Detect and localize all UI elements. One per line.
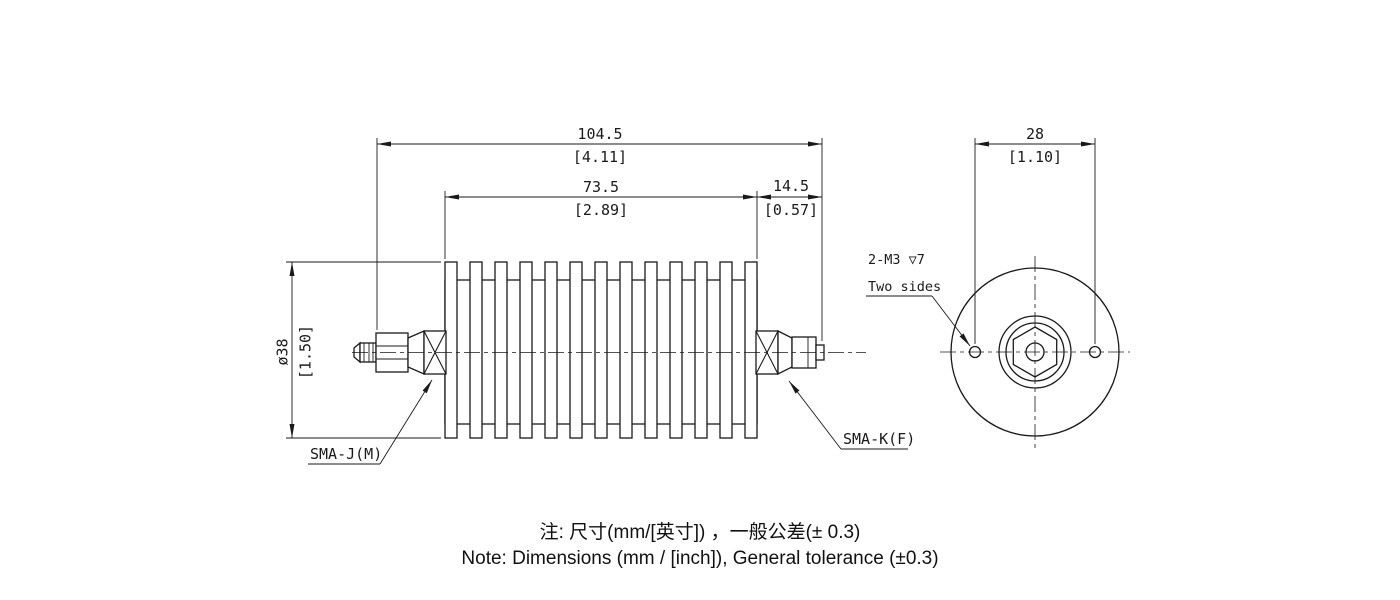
- tapped-holes-label: 2-M3 ▽7: [868, 252, 925, 268]
- tapped-holes-sublabel: Two sides: [868, 279, 941, 295]
- dim-connector-mm: 14.5: [773, 177, 809, 195]
- end-view: 28 [1.10] 2-M3 ▽7 Two sides: [866, 125, 1130, 448]
- dimension-hole-spacing: 28 [1.10]: [974, 125, 1096, 344]
- label-sma-male: SMA-J(M): [308, 379, 433, 465]
- dim-diameter-mm: ø38: [274, 338, 292, 365]
- heatsink-fins: [444, 261, 758, 439]
- dim-spacing-inch: [1.10]: [1008, 148, 1062, 166]
- dim-diameter-inch: [1.50]: [297, 325, 315, 379]
- note-line-english: Note: Dimensions (mm / [inch]), General …: [461, 548, 938, 569]
- side-view: 104.5 [4.11] 73.5 [2.89] 14.5 [0.57] ø38…: [274, 125, 915, 465]
- dimension-body-length: 73.5 [2.89]: [444, 178, 758, 259]
- label-tapped-holes: 2-M3 ▽7 Two sides: [866, 252, 971, 347]
- dim-overall-inch: [4.11]: [573, 148, 627, 166]
- sma-female-label: SMA-K(F): [843, 430, 915, 448]
- dim-body-inch: [2.89]: [574, 201, 628, 219]
- note-line-chinese: 注: 尺寸(mm/[英寸]) ，一般公差(± 0.3): [540, 521, 861, 543]
- dim-overall-mm: 104.5: [577, 125, 622, 143]
- drawing-notes: 注: 尺寸(mm/[英寸]) ，一般公差(± 0.3) Note: Dimens…: [461, 521, 938, 569]
- dimension-connector-length: 14.5 [0.57]: [757, 177, 822, 219]
- sma-male-label: SMA-J(M): [310, 445, 382, 463]
- dim-connector-inch: [0.57]: [764, 201, 818, 219]
- dim-spacing-mm: 28: [1026, 125, 1044, 143]
- label-sma-female: SMA-K(F): [788, 380, 915, 450]
- dimension-diameter: ø38 [1.50]: [274, 261, 441, 439]
- dimension-overall-length: 104.5 [4.11]: [376, 125, 823, 341]
- dim-body-mm: 73.5: [583, 178, 619, 196]
